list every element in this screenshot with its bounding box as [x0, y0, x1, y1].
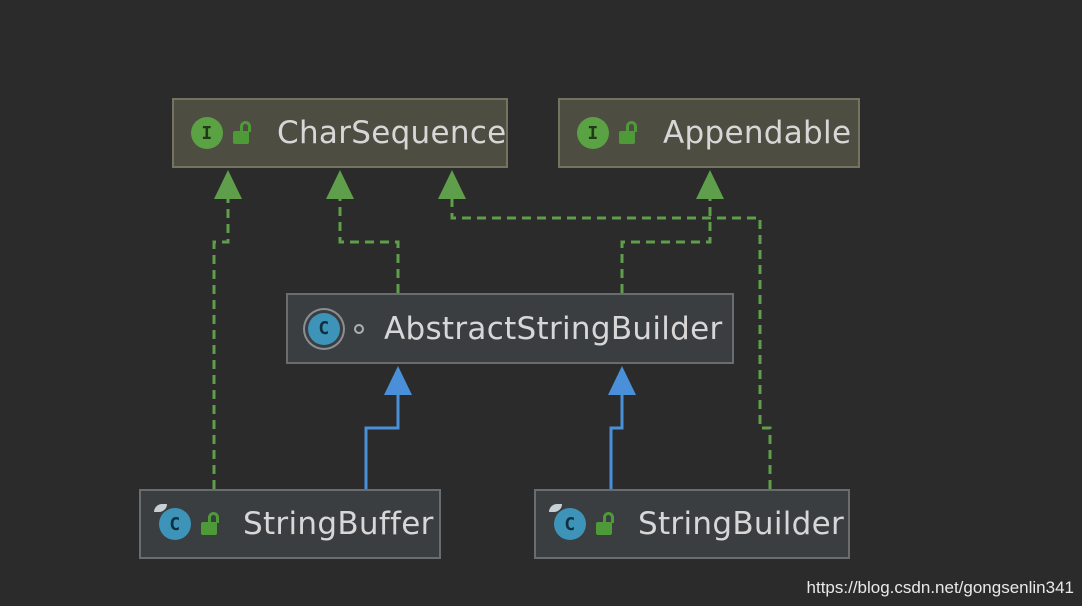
class-icon: C: [549, 504, 586, 540]
edge-implements-AbstractStringBuilder-to-CharSequence: [338, 198, 400, 293]
watermark: https://blog.csdn.net/gongsenlin341: [806, 578, 1074, 597]
arrowhead-implements: [326, 170, 354, 199]
node-string-buffer[interactable]: C StringBuffer: [139, 489, 441, 559]
class-icon: C: [154, 504, 191, 540]
node-abstract-string-builder[interactable]: C AbstractStringBuilder: [286, 293, 734, 364]
edge-implements-StringBuffer-to-CharSequence: [212, 198, 230, 489]
arrowhead-implements: [696, 170, 724, 199]
node-label: StringBuilder: [638, 506, 845, 542]
edge-implements-StringBuilder-to-CharSequence: [450, 198, 772, 489]
public-lock-icon: [233, 121, 255, 145]
edge-implements-AbstractStringBuilder-to-Appendable: [620, 198, 712, 293]
abstract-class-icon: C: [308, 312, 340, 345]
node-string-builder[interactable]: C StringBuilder: [534, 489, 850, 559]
node-label: Appendable: [663, 115, 852, 151]
edge-extends-StringBuilder-to-AbstractStringBuilder: [609, 394, 624, 489]
arrowhead-implements: [214, 170, 242, 199]
node-label: StringBuffer: [243, 506, 434, 542]
interface-icon: I: [577, 117, 609, 149]
arrowhead-extends: [608, 366, 636, 395]
node-char-sequence[interactable]: I CharSequence: [172, 98, 508, 168]
edge-extends-StringBuffer-to-AbstractStringBuilder: [364, 394, 400, 489]
node-appendable[interactable]: I Appendable: [558, 98, 860, 168]
node-label: CharSequence: [277, 115, 507, 151]
arrowhead-implements: [438, 170, 466, 199]
interface-icon: I: [191, 117, 223, 149]
public-lock-icon: [201, 512, 223, 536]
package-visibility-icon: [354, 323, 364, 334]
public-lock-icon: [596, 512, 618, 536]
node-label: AbstractStringBuilder: [384, 310, 723, 347]
public-lock-icon: [619, 121, 641, 145]
arrowhead-extends: [384, 366, 412, 395]
